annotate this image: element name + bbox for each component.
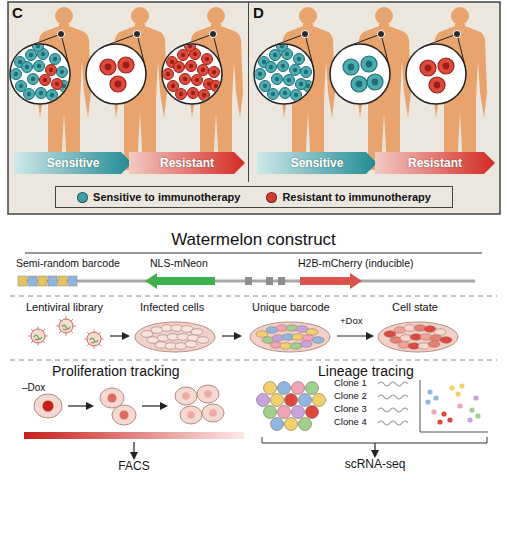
text-label: –Dox: [22, 382, 45, 394]
section-title: Watermelon construct: [0, 230, 507, 250]
text-label: Clone 3: [334, 404, 367, 415]
text-label: Proliferation tracking: [52, 363, 180, 379]
text-label: +Dox: [340, 316, 362, 327]
process-arrow: Resistant: [129, 152, 245, 174]
text-label: scRNA-seq: [335, 458, 415, 472]
legend-item: Resistant to immunotherapy: [266, 191, 431, 203]
text-label: Lentiviral library: [26, 301, 103, 314]
text-label: FACS: [94, 460, 174, 474]
arrow-fill: [257, 152, 377, 174]
text-label: Unique barcode: [252, 301, 330, 314]
text-label: Clone 2: [334, 391, 367, 402]
process-arrow: Sensitive: [14, 152, 132, 174]
arrow-label: Resistant: [129, 152, 245, 174]
arrow-fill: [129, 152, 245, 174]
process-arrow: Resistant: [375, 152, 495, 174]
process-arrow: Sensitive: [257, 152, 377, 174]
text-label: Infected cells: [140, 301, 204, 314]
figure-panel: D SensitiveResistant: [249, 2, 500, 182]
text-label: Cell state: [392, 301, 438, 314]
panel-letter: D: [253, 4, 264, 21]
legend-box: Sensitive to immunotherapy Resistant to i…: [55, 186, 453, 208]
arrow-label: Sensitive: [257, 152, 377, 174]
legend-item: Sensitive to immunotherapy: [77, 191, 240, 203]
legend-text: Sensitive to immunotherapy: [93, 191, 240, 203]
legend-swatch: [77, 192, 88, 203]
figure-panel: C SensitiveResistant: [8, 2, 249, 182]
text-label: Clone 1: [334, 378, 367, 389]
text-label: NLS-mNeon: [150, 257, 208, 269]
arrow-label: Resistant: [375, 152, 495, 174]
text-label: Clone 4: [334, 417, 367, 428]
arrow-label: Sensitive: [14, 152, 132, 174]
arrow-fill: [375, 152, 495, 174]
arrow-fill: [14, 152, 132, 174]
text-label: Lineage tracing: [318, 363, 414, 379]
legend-text: Resistant to immunotherapy: [282, 191, 431, 203]
legend-swatch: [266, 192, 277, 203]
panel-letter: C: [12, 4, 23, 21]
text-label: Semi-random barcode: [16, 257, 120, 269]
text-label: H2B-mCherry (inducible): [298, 257, 414, 269]
